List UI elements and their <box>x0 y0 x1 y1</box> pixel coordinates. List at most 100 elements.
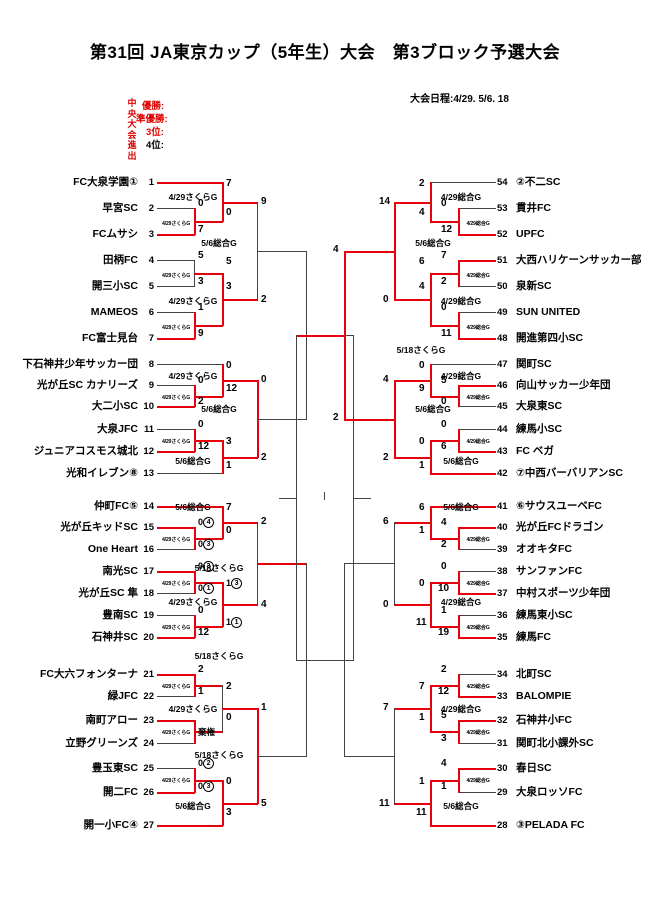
line-left-semifinal-out <box>353 498 371 499</box>
line-r51-w <box>430 273 459 275</box>
line-r46-v <box>458 385 460 407</box>
venue-l1: 4/29さくらG <box>168 192 218 202</box>
score-l2r-2top: 5 <box>226 256 232 267</box>
score-r1-top: 0 <box>441 198 447 209</box>
team-label-33: BALOMPIE <box>516 690 572 702</box>
score-l2r-1bot: 0 <box>226 207 232 218</box>
line-rD1-j <box>430 685 432 732</box>
line-r53 <box>458 208 496 209</box>
team-no-4: 4 <box>148 255 154 266</box>
team-label-17: 南光SC <box>102 565 138 577</box>
team-no-32: 32 <box>497 715 508 726</box>
line-r46 <box>458 385 496 387</box>
line-r40 <box>458 527 496 529</box>
team-label-44: 練馬小SC <box>516 423 563 435</box>
team-no-46: 46 <box>497 380 508 391</box>
line-r30 <box>458 768 496 770</box>
line-rA-out <box>344 251 395 253</box>
line-l1 <box>157 182 223 184</box>
line-r29 <box>458 792 496 793</box>
line-r51 <box>458 260 496 262</box>
line-rA2-out <box>394 299 431 301</box>
team-no-26: 26 <box>143 787 154 798</box>
score-l1-bot: 7 <box>198 224 204 235</box>
team-label-18: 光が丘SC 隼 <box>78 587 138 599</box>
score-l4-bot: 2 <box>198 396 204 407</box>
team-label-10: 大二小SC <box>91 400 138 412</box>
team-no-45: 45 <box>497 401 508 412</box>
line-l10 <box>157 406 195 408</box>
team-no-22: 22 <box>143 691 154 702</box>
line-r53-v <box>458 208 460 235</box>
line-rD-out <box>344 756 395 757</box>
score-r3r-2bot: 2 <box>383 452 389 463</box>
score-r10-top: 5 <box>441 710 447 721</box>
line-r37 <box>458 593 496 595</box>
line-r36-w <box>430 626 459 628</box>
venue-l19: 4/29さくらG <box>161 684 191 690</box>
team-label-48: 開進第四小SC <box>516 332 584 344</box>
line-r44-v <box>458 429 460 452</box>
team-no-42: 42 <box>497 468 508 479</box>
team-no-25: 25 <box>143 763 154 774</box>
team-label-8: 下石神井少年サッカー団 <box>22 358 139 370</box>
venue-r21: 5/6総合G <box>443 801 479 811</box>
venue-l5: 4/29さくらG <box>161 325 191 331</box>
line-l11 <box>157 429 195 430</box>
team-label-29: 大泉ロッソFC <box>516 786 583 798</box>
line-lC-out <box>257 563 307 565</box>
team-label-34: 北町SC <box>516 668 552 680</box>
venue-center-left: 5/18さくらG <box>396 345 446 355</box>
line-l23-w <box>194 731 223 733</box>
team-no-8: 8 <box>148 359 154 370</box>
score-l8-bot: 12 <box>198 627 210 638</box>
score-r6-bot: 2 <box>441 539 447 550</box>
line-lD2-out <box>222 803 258 805</box>
team-no-33: 33 <box>497 691 508 702</box>
team-label-2: 早宮SC <box>102 202 138 214</box>
score-l9-bot: 1 <box>198 686 204 697</box>
team-label-23: 南町アロー <box>85 714 139 726</box>
line-lB2-out <box>222 457 258 459</box>
team-no-38: 38 <box>497 566 508 577</box>
team-label-38: サンファンFC <box>516 565 583 577</box>
team-no-14: 14 <box>143 501 154 512</box>
score-l2r-8top: 0 <box>226 776 232 787</box>
team-no-9: 9 <box>148 380 154 391</box>
team-no-11: 11 <box>143 424 154 435</box>
score-l3r-1top: 9 <box>261 196 267 207</box>
team-label-50: 泉新SC <box>516 280 552 292</box>
line-rQ1-j <box>344 251 346 420</box>
team-label-20: 石神井SC <box>91 631 138 643</box>
score-l5-top: 0 <box>198 419 204 430</box>
line-l6-w <box>194 325 223 327</box>
line-r31 <box>458 743 496 744</box>
line-l5 <box>157 286 195 287</box>
team-no-41: 41 <box>497 501 508 512</box>
line-r39 <box>458 549 496 550</box>
score-l3r-2bot: 2 <box>261 452 267 463</box>
venue-r6: 5/6総合G <box>415 238 451 248</box>
line-rC2-j <box>430 582 432 627</box>
team-label-31: 関町北小課外SC <box>516 737 594 749</box>
team-no-50: 50 <box>497 281 508 292</box>
line-rB1-out <box>394 380 431 382</box>
line-l9-w <box>194 396 223 398</box>
venue-l15: 4/29さくらG <box>168 597 218 607</box>
team-label-14: 仲町FC⑤ <box>94 500 138 512</box>
venue-l6: 5/6総合G <box>201 238 237 248</box>
line-rD2-out <box>394 803 431 805</box>
score-r2r-2top: 6 <box>419 256 425 267</box>
line-r40-v <box>458 527 460 550</box>
line-lB1-out <box>222 380 258 382</box>
score-r5-top: 0 <box>441 419 447 430</box>
score-r9-top: 2 <box>441 664 447 675</box>
line-lC1-out <box>222 522 258 524</box>
line-r32-v <box>458 720 460 744</box>
score-r2r-1bot: 4 <box>419 207 425 218</box>
team-label-22: 緑JFC <box>107 690 138 702</box>
line-r46-w <box>430 396 459 398</box>
team-no-29: 29 <box>497 787 508 798</box>
